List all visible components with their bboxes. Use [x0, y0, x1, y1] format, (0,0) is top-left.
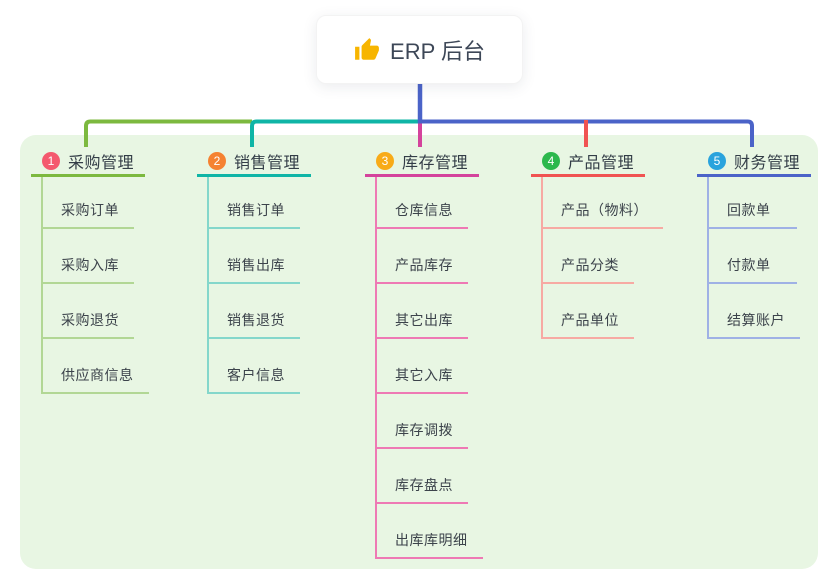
branch-5-child-node[interactable]: 付款单 [709, 229, 797, 284]
branch-3: 3 库存管理仓库信息产品库存其它出库其它入库库存调拨库存盘点出库库明细 [365, 148, 483, 559]
branch-3-children: 仓库信息产品库存其它出库其它入库库存调拨库存盘点出库库明细 [375, 177, 483, 559]
root-node[interactable]: ERP 后台 [316, 15, 523, 84]
branch-5-node[interactable]: 5 财务管理 [697, 148, 811, 177]
mindmap-container [20, 135, 818, 569]
branch-2: 2 销售管理销售订单销售出库销售退货客户信息 [197, 148, 311, 394]
branch-4-node[interactable]: 4 产品管理 [531, 148, 645, 177]
branch-5-child-node[interactable]: 结算账户 [709, 284, 800, 339]
root-node-label: ERP 后台 [390, 38, 485, 64]
branch-1-children: 采购订单采购入库采购退货供应商信息 [41, 177, 149, 394]
branch-2-child-node[interactable]: 销售出库 [209, 229, 300, 284]
branch-3-child-node[interactable]: 其它出库 [377, 284, 468, 339]
branch-2-child-node[interactable]: 销售退货 [209, 284, 300, 339]
branch-5-child-node[interactable]: 回款单 [709, 177, 797, 229]
branch-3-label: 库存管理 [402, 155, 469, 172]
branch-1-child-node[interactable]: 供应商信息 [43, 339, 149, 394]
branch-1-number-badge: 1 [42, 152, 60, 170]
branch-3-child-node[interactable]: 库存盘点 [377, 449, 468, 504]
branch-1-child-node[interactable]: 采购退货 [43, 284, 134, 339]
branch-1-child-node[interactable]: 采购入库 [43, 229, 134, 284]
branch-4-child-node[interactable]: 产品单位 [543, 284, 634, 339]
branch-5-label: 财务管理 [734, 155, 801, 172]
branch-3-child-node[interactable]: 仓库信息 [377, 177, 468, 229]
branch-2-number-badge: 2 [208, 152, 226, 170]
branch-4-child-node[interactable]: 产品分类 [543, 229, 634, 284]
branch-3-child-node[interactable]: 出库库明细 [377, 504, 483, 559]
branch-4-label: 产品管理 [568, 155, 635, 172]
branch-2-child-node[interactable]: 销售订单 [209, 177, 300, 229]
branch-3-child-node[interactable]: 其它入库 [377, 339, 468, 394]
branch-5-children: 回款单付款单结算账户 [707, 177, 800, 339]
branch-1-node[interactable]: 1 采购管理 [31, 148, 145, 177]
branch-3-node[interactable]: 3 库存管理 [365, 148, 479, 177]
branch-1-child-node[interactable]: 采购订单 [43, 177, 134, 229]
branch-3-child-node[interactable]: 库存调拨 [377, 394, 468, 449]
branch-5-number-badge: 5 [708, 152, 726, 170]
branch-2-children: 销售订单销售出库销售退货客户信息 [207, 177, 300, 394]
thumbs-up-icon [354, 37, 380, 63]
branch-5: 5 财务管理回款单付款单结算账户 [697, 148, 811, 339]
branch-2-child-node[interactable]: 客户信息 [209, 339, 300, 394]
branch-2-node[interactable]: 2 销售管理 [197, 148, 311, 177]
branch-3-number-badge: 3 [376, 152, 394, 170]
branch-4-children: 产品（物料）产品分类产品单位 [541, 177, 663, 339]
branch-4-number-badge: 4 [542, 152, 560, 170]
branch-1: 1 采购管理采购订单采购入库采购退货供应商信息 [31, 148, 149, 394]
branch-4: 4 产品管理产品（物料）产品分类产品单位 [531, 148, 663, 339]
branch-4-child-node[interactable]: 产品（物料） [543, 177, 663, 229]
branch-1-label: 采购管理 [68, 155, 135, 172]
branch-3-child-node[interactable]: 产品库存 [377, 229, 468, 284]
branch-2-label: 销售管理 [234, 155, 301, 172]
